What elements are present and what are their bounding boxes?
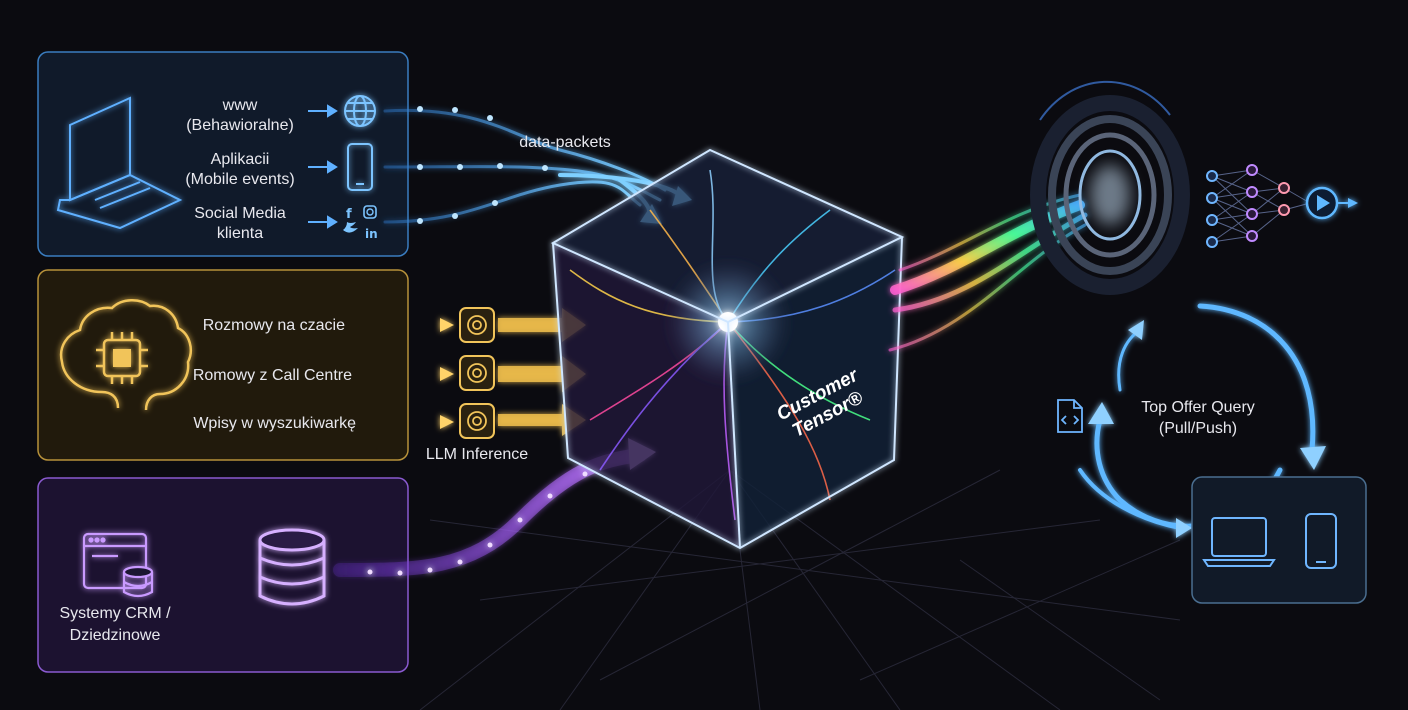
search-label: Wpisy w wyszukiwarkę: [193, 415, 356, 432]
smartphone-icon: [347, 143, 373, 191]
client-devices-panel: [1191, 476, 1367, 604]
crm-window-icon: [82, 532, 154, 598]
laptop-icon: [56, 96, 183, 230]
www-label-line1: www: [222, 97, 258, 114]
systems-panel: Systemy CRM / Dziedzinowe: [37, 477, 409, 673]
social-label-line1: Social Media: [194, 205, 286, 222]
brain-chip-icon: [59, 299, 192, 411]
crm-label-line2: Dziedzinowe: [70, 627, 161, 644]
data-packets-label: data-packets: [519, 134, 611, 151]
play-icon: [1305, 186, 1358, 220]
chat-label: Rozmowy na czacie: [203, 317, 345, 334]
query-label-line1: Top Offer Query: [1141, 399, 1255, 416]
laptop-icon: [1202, 517, 1276, 567]
social-label-line2: klienta: [217, 225, 263, 242]
data-packet-dots: [417, 106, 548, 224]
twitter-icon: [343, 222, 358, 233]
database-icon: [258, 528, 326, 606]
llm-inference-label: LLM Inference: [426, 446, 528, 463]
code-file-icon: [1057, 399, 1083, 433]
app-label-line1: Aplikacii: [211, 151, 270, 168]
app-label-line2: (Mobile events): [185, 171, 294, 188]
llm-node-icon: [459, 307, 495, 439]
social-icons: f in: [343, 205, 378, 241]
call-centre-label: Romowy z Call Centre: [193, 367, 352, 384]
facebook-icon: f: [346, 207, 352, 222]
crm-label-line1: Systemy CRM /: [59, 605, 171, 622]
portal-ring-icon: [1030, 80, 1190, 295]
floor-grid: [419, 469, 1181, 710]
www-label-line2: (Behawioralne): [186, 117, 294, 134]
globe-icon: [344, 95, 376, 127]
instagram-icon: [363, 205, 377, 219]
query-label-line2: (Pull/Push): [1159, 420, 1237, 437]
linkedin-icon: in: [365, 227, 378, 241]
smartphone-icon: [1305, 513, 1337, 569]
conversations-panel: Rozmowy na czacie Romowy z Call Centre W…: [37, 269, 409, 461]
digital-sources-panel: www (Behawioralne) Aplikacii (Mobile eve…: [37, 51, 409, 257]
neural-network-icon: [1206, 164, 1311, 248]
customer-tensor-cube: Customer Tensor®: [550, 148, 905, 550]
